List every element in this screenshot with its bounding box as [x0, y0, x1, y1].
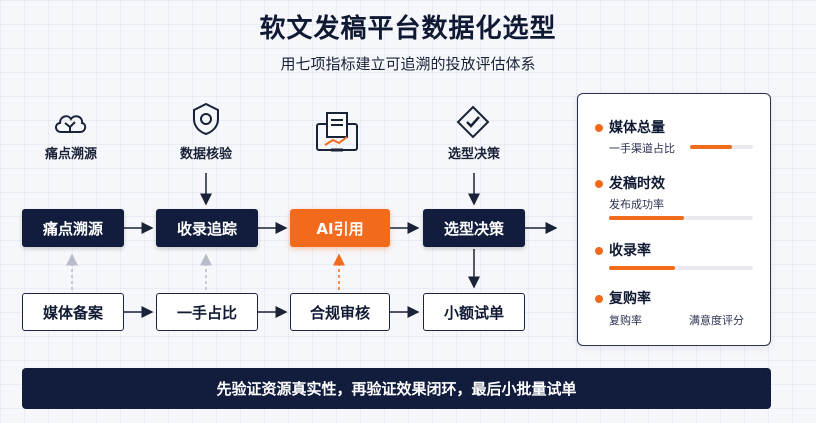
node-ai-citation: AI引用 — [290, 209, 390, 247]
metrics-panel: 媒体总量 一手渠道占比 发稿时效 发布成功率 收录率 复购率 复购率 满意度评分 — [577, 93, 771, 346]
metric-title: 媒体总量 — [609, 120, 665, 136]
monitor-doc-icon — [314, 110, 360, 160]
metric-title: 收录率 — [609, 243, 651, 259]
metric-sub: 发布成功率 — [609, 198, 664, 211]
page-title: 软文发稿平台数据化选型 — [259, 14, 557, 44]
metric-bar — [609, 216, 753, 220]
metric-title: 复购率 — [609, 291, 651, 307]
shield-check-icon — [191, 102, 221, 140]
metric-sub: 一手渠道占比 — [609, 142, 675, 155]
metric-bar — [690, 145, 753, 149]
node-small-trial: 小额试单 — [423, 293, 525, 331]
metric-sub: 满意度评分 — [689, 314, 744, 327]
icon-label-pain: 痛点溯源 — [44, 147, 97, 162]
node-compliance-review: 合规审核 — [290, 293, 390, 331]
node-index-tracking: 收录追踪 — [156, 209, 258, 247]
metric-bar-fill — [609, 266, 676, 270]
metric-title: 发稿时效 — [609, 176, 665, 192]
page-subtitle: 用七项指标建立可追溯的投放评估体系 — [280, 55, 536, 73]
metric-bar-fill — [690, 145, 733, 149]
metric-dot — [595, 124, 603, 132]
cloud-pain-icon — [52, 108, 88, 140]
metric-dot — [595, 295, 603, 303]
node-firsthand-ratio: 一手占比 — [156, 293, 258, 331]
icon-label-decision: 选型决策 — [447, 147, 500, 162]
metric-bar — [609, 266, 753, 270]
metric-dot — [595, 247, 603, 255]
node-media-filing: 媒体备案 — [22, 293, 124, 331]
node-selection-decision: 选型决策 — [423, 209, 525, 247]
metric-sub: 复购率 — [609, 314, 642, 327]
metric-bar-fill — [609, 216, 684, 220]
icon-label-verify: 数据核验 — [179, 147, 232, 162]
node-pain-trace: 痛点溯源 — [22, 209, 124, 247]
decision-diamond-icon — [456, 105, 490, 143]
footer-banner: 先验证资源真实性，再验证效果闭环，最后小批量试单 — [22, 368, 771, 409]
metric-dot — [595, 180, 603, 188]
